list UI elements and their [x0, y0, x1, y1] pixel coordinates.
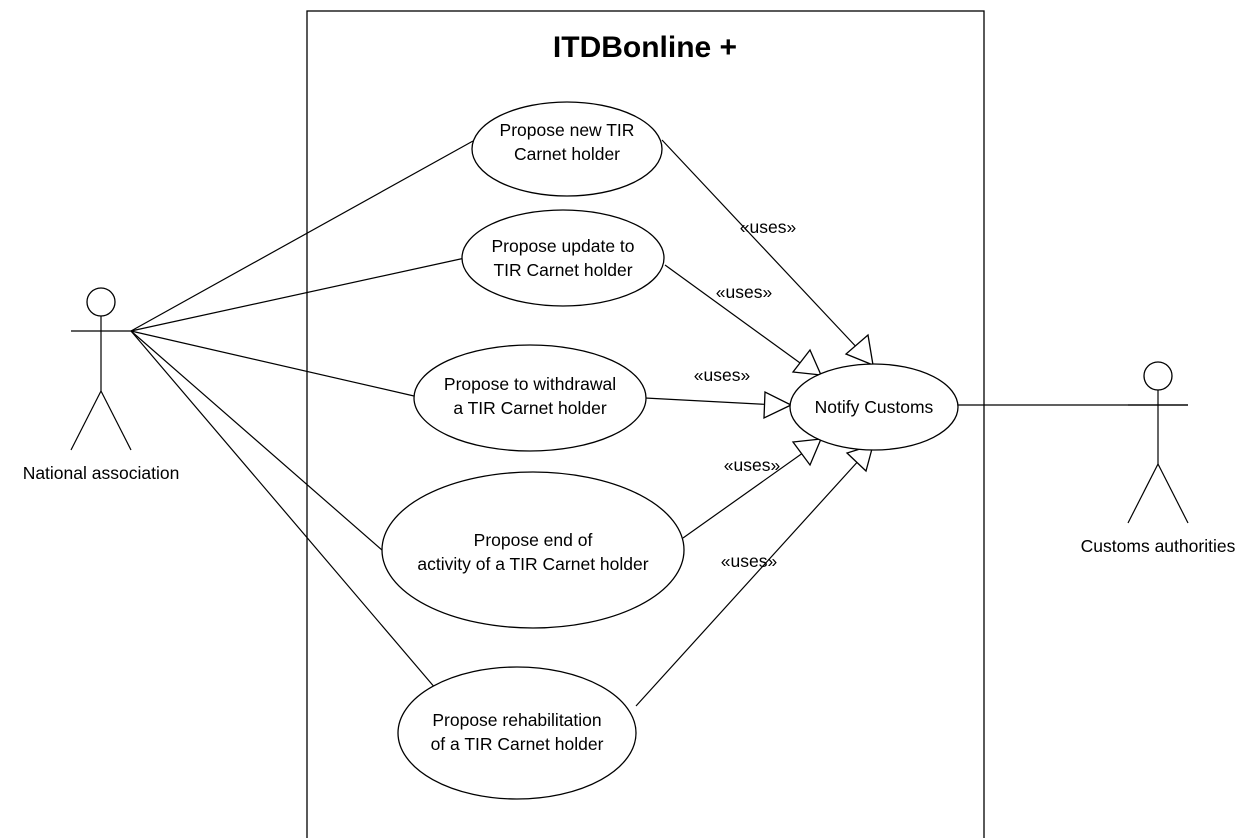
use-case-withdrawal-line2: a TIR Carnet holder — [453, 398, 607, 418]
use-case-end-line2: activity of a TIR Carnet holder — [417, 554, 648, 574]
arrowhead-withdrawal — [763, 390, 793, 420]
use-case-update: Propose update to TIR Carnet holder — [461, 209, 665, 307]
use-case-end-activity: Propose end of activity of a TIR Carnet … — [381, 471, 685, 629]
assoc-rehab — [130, 330, 437, 690]
use-case-notify-label: Notify Customs — [815, 397, 934, 417]
uses-label-withdrawal: «uses» — [694, 365, 751, 385]
assoc-new — [130, 140, 474, 332]
use-case-rehabilitation: Propose rehabilitation of a TIR Carnet h… — [397, 666, 637, 800]
assoc-withdrawal — [130, 330, 415, 397]
use-case-end-line1: Propose end of — [474, 530, 593, 550]
use-case-withdrawal: Propose to withdrawal a TIR Carnet holde… — [413, 344, 647, 452]
uses-label-end: «uses» — [724, 455, 781, 475]
uses-line-update — [664, 264, 808, 369]
uses-line-rehab — [635, 457, 862, 707]
uses-label-rehab: «uses» — [721, 551, 778, 571]
arrowhead-end — [791, 438, 823, 467]
arrowhead-new — [844, 333, 874, 367]
actor-national-association: National association — [23, 287, 180, 483]
actor-national-association-label: National association — [23, 463, 180, 483]
uses-line-withdrawal — [644, 397, 778, 406]
actor-head — [86, 287, 116, 317]
actor-customs-authorities: Customs authorities — [1081, 361, 1236, 556]
uses-arrowheads — [763, 333, 874, 473]
uses-label-update: «uses» — [716, 282, 773, 302]
actor-head — [1143, 361, 1173, 391]
use-case-rehab-line1: Propose rehabilitation — [432, 710, 601, 730]
use-case-notify-customs: Notify Customs — [789, 363, 959, 451]
use-case-new: Propose new TIR Carnet holder — [471, 101, 663, 197]
assoc-update — [130, 257, 466, 332]
uses-line-new — [661, 139, 862, 353]
arrowhead-update — [791, 348, 823, 376]
use-case-rehab-line2: of a TIR Carnet holder — [431, 734, 604, 754]
uses-label-new: «uses» — [740, 217, 797, 237]
assoc-end — [130, 330, 383, 551]
use-case-withdrawal-line1: Propose to withdrawal — [444, 374, 616, 394]
uses-line-end — [682, 449, 808, 539]
uses-relations — [635, 139, 862, 707]
use-case-update-line2: TIR Carnet holder — [493, 260, 632, 280]
use-case-new-line1: Propose new TIR — [500, 120, 635, 140]
use-case-new-line2: Carnet holder — [514, 144, 620, 164]
use-case-update-line1: Propose update to — [491, 236, 634, 256]
system-title: ITDBonline + — [553, 31, 737, 64]
actor-customs-authorities-label: Customs authorities — [1081, 536, 1236, 556]
associations-left — [130, 140, 474, 690]
